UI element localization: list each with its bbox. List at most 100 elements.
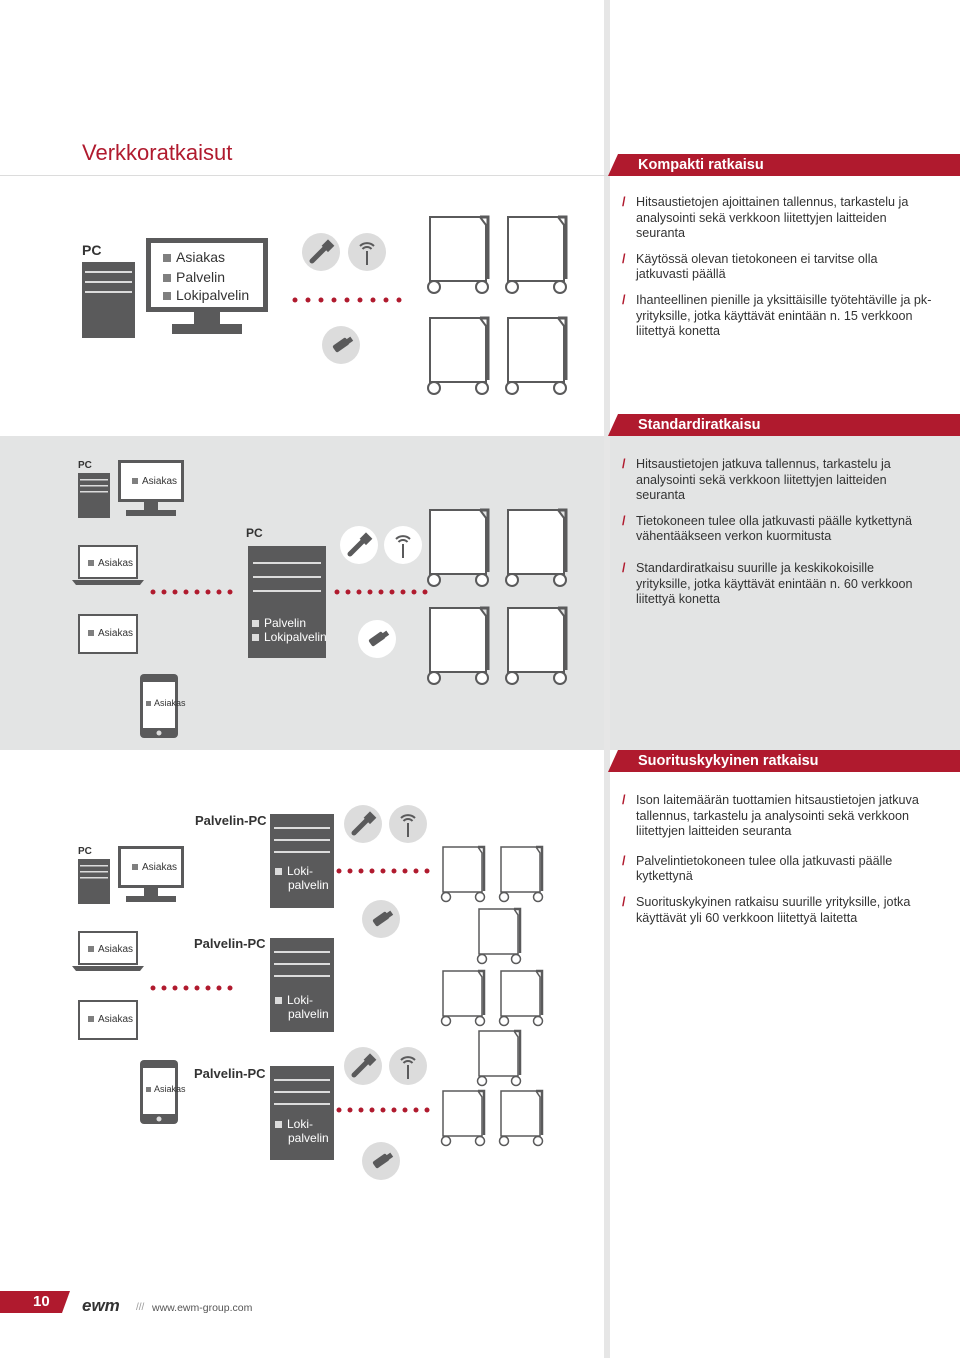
welding-cart-icon — [476, 907, 522, 965]
network-dots — [292, 297, 402, 303]
slash-icon: / — [622, 894, 626, 909]
square-bullet-icon — [132, 478, 138, 484]
tower-pc-icon — [78, 473, 110, 518]
wifi-icon — [389, 1047, 427, 1085]
square-bullet-icon — [163, 292, 171, 300]
square-bullet-icon — [132, 864, 138, 870]
welding-cart-icon — [440, 969, 486, 1027]
bullet-item: /Palvelintietokoneen tulee olla jatkuvas… — [622, 853, 893, 884]
square-bullet-icon — [88, 946, 94, 952]
network-dots — [150, 589, 233, 595]
slash-icon: / — [622, 457, 626, 471]
client-label: Asiakas — [88, 558, 133, 569]
lan-cable-icon — [344, 805, 382, 843]
server-tower-icon — [248, 546, 326, 658]
bullet-item: /Käytössä olevan tietokoneen ei tarvitse… — [622, 251, 878, 282]
monitor-item-lokipalvelin: Lokipalvelin — [163, 287, 249, 303]
welding-cart-icon — [440, 1089, 486, 1147]
welding-cart-icon — [498, 1089, 544, 1147]
bullet-item: /Hitsaustietojen ajoittainen tallennus, … — [622, 195, 909, 241]
server-tower-icon — [270, 1066, 334, 1160]
welding-cart-icon — [505, 316, 568, 395]
phone-icon — [140, 674, 178, 738]
compact-section-title: Kompakti ratkaisu — [608, 154, 960, 176]
client-label: Asiakas — [146, 1084, 186, 1094]
welding-cart-icon — [440, 845, 486, 903]
square-bullet-icon — [88, 560, 94, 566]
page-number: 10 — [33, 1293, 50, 1310]
server-pc-label: Palvelin-PC — [194, 936, 266, 951]
wifi-icon — [384, 526, 422, 564]
square-bullet-icon — [252, 634, 259, 641]
welding-cart-icon — [427, 606, 490, 685]
client-label: Asiakas — [88, 628, 133, 639]
server-tower-icon — [270, 814, 334, 908]
wifi-icon — [389, 805, 427, 843]
slash-icon: / — [622, 560, 626, 575]
network-dots — [336, 868, 430, 874]
website-url[interactable]: www.ewm-group.com — [152, 1302, 253, 1314]
bullet-item: /Suorituskykyinen ratkaisu suurille yrit… — [622, 894, 911, 925]
bullet-item: /Ison laitemäärän tuottamien hitsaustiet… — [622, 793, 919, 839]
pc-label: PC — [82, 242, 102, 258]
bullet-item: /Ihanteellinen pienille ja yksittäisille… — [622, 292, 932, 339]
square-bullet-icon — [252, 620, 259, 627]
client-label: Asiakas — [132, 862, 177, 873]
client-label: Asiakas — [132, 476, 177, 487]
square-bullet-icon — [88, 630, 94, 636]
page-title: Verkkoratkaisut — [82, 140, 233, 165]
slash-icon: / — [622, 195, 626, 209]
wifi-icon — [348, 233, 386, 271]
welding-cart-icon — [505, 606, 568, 685]
monitor-icon — [118, 846, 184, 902]
bullet-item: /Hitsaustietojen jatkuva tallennus, tark… — [622, 457, 891, 503]
server-pc-label: Palvelin-PC — [195, 813, 267, 828]
tower-pc-icon — [78, 859, 110, 904]
server-pc-label: Palvelin-PC — [194, 1066, 266, 1081]
usb-stick-icon — [362, 900, 400, 938]
bullet-item: /Standardiratkaisu suurille ja keskikoko… — [622, 560, 913, 607]
pc-label: PC — [78, 460, 92, 471]
monitor-icon — [118, 460, 184, 516]
performance-bullets: /Ison laitemäärän tuottamien hitsaustiet… — [622, 793, 932, 936]
slash-icon: / — [622, 793, 626, 807]
lan-cable-icon — [302, 233, 340, 271]
square-bullet-icon — [146, 1087, 151, 1092]
network-dots — [336, 1107, 430, 1113]
url-slashes: /// — [136, 1302, 145, 1313]
network-dots — [150, 985, 233, 991]
monitor-item-palvelin: Palvelin — [163, 269, 225, 285]
welding-cart-icon — [498, 845, 544, 903]
column-divider — [604, 0, 610, 1358]
welding-cart-icon — [427, 508, 490, 587]
tower-pc-icon — [82, 262, 135, 338]
pc-label: PC — [78, 846, 92, 857]
log-server-label: Loki-palvelin — [275, 1117, 329, 1145]
welding-cart-icon — [505, 508, 568, 587]
slash-icon: / — [622, 513, 626, 528]
log-server-label: Loki-palvelin — [275, 993, 329, 1021]
square-bullet-icon — [275, 997, 282, 1004]
square-bullet-icon — [163, 254, 171, 262]
standard-bullets: /Hitsaustietojen jatkuva tallennus, tark… — [622, 457, 932, 618]
slash-icon: / — [622, 292, 626, 307]
square-bullet-icon — [275, 1121, 282, 1128]
ewm-logo: ewm — [82, 1296, 120, 1315]
slash-icon: / — [622, 251, 626, 266]
client-label: Asiakas — [88, 944, 133, 955]
welding-cart-icon — [476, 1029, 522, 1087]
welding-cart-icon — [427, 215, 490, 294]
server-pc-label: PC — [246, 526, 263, 540]
title-rule — [0, 175, 960, 176]
compact-bullets: /Hitsaustietojen ajoittainen tallennus, … — [622, 195, 932, 350]
usb-stick-icon — [362, 1142, 400, 1180]
client-label: Asiakas — [146, 698, 186, 708]
square-bullet-icon — [163, 274, 171, 282]
server-item-lokipalvelin: Lokipalvelin — [252, 630, 327, 644]
performance-section-title: Suorituskykyinen ratkaisu — [608, 750, 960, 772]
log-server-label: Loki-palvelin — [275, 864, 329, 892]
page-number-tab — [0, 1291, 70, 1313]
bullet-item: /Tietokoneen tulee olla jatkuvasti pääll… — [622, 513, 913, 544]
usb-stick-icon — [322, 326, 360, 364]
square-bullet-icon — [275, 868, 282, 875]
